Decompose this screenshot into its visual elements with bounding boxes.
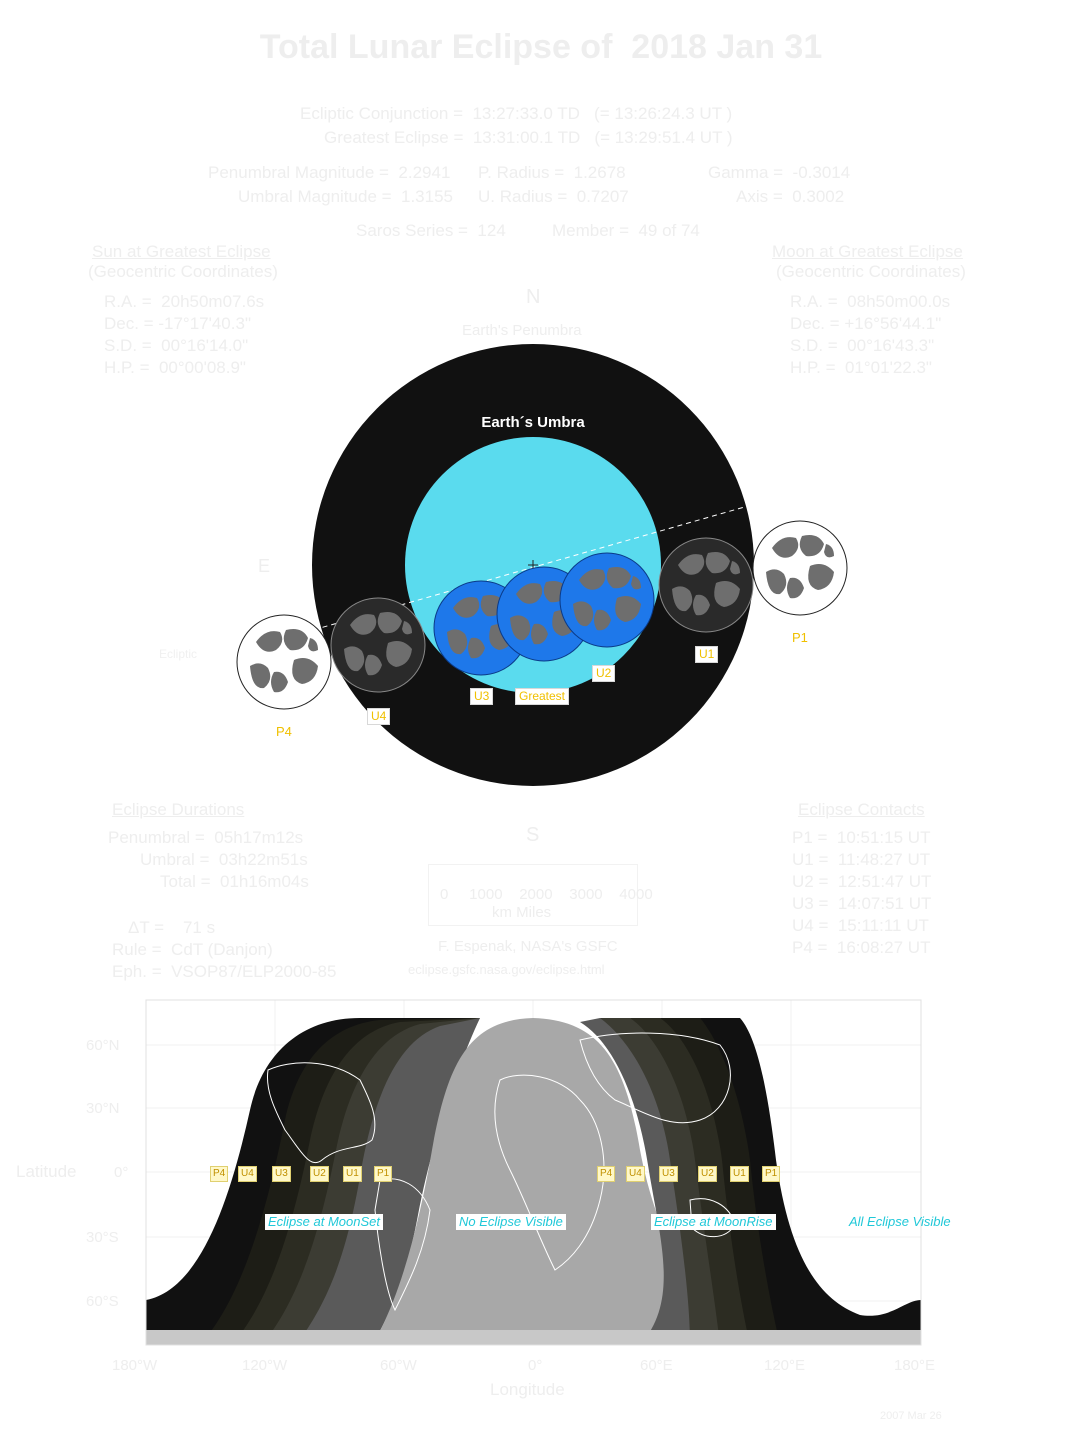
south-label: S <box>526 824 540 846</box>
saros-series: Saros Series = 124 <box>356 221 506 240</box>
footer-url: eclipse.gsfc.nasa.gov/eclipse.html <box>408 962 605 977</box>
scale-values: 0 1000 2000 3000 4000 <box>440 886 653 903</box>
map-west-p1: P1 <box>374 1166 393 1182</box>
moon-title: Moon at Greatest Eclipse <box>772 242 963 261</box>
lon-tick-60e: 60°E <box>640 1357 673 1374</box>
contact-u2: U2 = 12:51:47 UT <box>792 872 932 891</box>
moon-u1 <box>658 537 754 633</box>
duration-penumbral: Penumbral = 05h17m12s <box>108 828 304 847</box>
label-u4: U4 <box>367 708 391 725</box>
map-west-u3: U3 <box>272 1166 291 1182</box>
moon-p1 <box>752 520 848 616</box>
moon-subtitle: (Geocentric Coordinates) <box>776 262 966 281</box>
sun-title: Sun at Greatest Eclipse <box>92 242 271 261</box>
conjunction-text: Ecliptic Conjunction = 13:27:33.0 TD (= … <box>300 104 733 123</box>
lon-tick-120w: 120°W <box>242 1357 288 1374</box>
axis-value: Axis = 0.3002 <box>736 187 845 206</box>
region-no-eclipse: No Eclipse Visible <box>456 1214 566 1230</box>
penumbral-radius: P. Radius = 1.2678 <box>478 163 626 182</box>
scale-unit: km Miles <box>492 904 552 921</box>
lon-tick-0: 0° <box>528 1357 543 1374</box>
west-label: W <box>804 556 821 576</box>
saros-member: Member = 49 of 74 <box>552 221 700 240</box>
map-credit: 2007 Mar 26 <box>880 1410 942 1422</box>
lon-tick-60w: 60°W <box>380 1357 417 1374</box>
moon-hp: H.P. = 01°01'22.3" <box>790 358 932 377</box>
moon-u4 <box>330 597 426 693</box>
moon-sd: S.D. = 00°16'43.3" <box>790 336 935 355</box>
penumbra-label: Earth's Penumbra <box>462 322 582 339</box>
label-p1: P1 <box>792 630 808 645</box>
lat-tick-0: 0° <box>114 1164 129 1181</box>
durations-title: Eclipse Durations <box>112 800 245 819</box>
duration-umbral: Umbral = 03h22m51s <box>140 850 308 869</box>
world-map <box>145 999 922 1346</box>
footer-author: F. Espenak, NASA's GSFC <box>438 938 618 955</box>
ecliptic-label: Ecliptic <box>159 647 197 661</box>
contact-u4: U4 = 15:11:11 UT <box>792 916 929 935</box>
label-u1: U1 <box>695 646 719 663</box>
region-moonrise: Eclipse at MoonRise <box>651 1214 776 1230</box>
sun-ra: R.A. = 20h50m07.6s <box>104 292 265 311</box>
label-u3: U3 <box>470 688 494 705</box>
sun-hp: H.P. = 00°00'08.9" <box>104 358 246 377</box>
label-u2: U2 <box>592 665 616 682</box>
umbral-radius: U. Radius = 0.7207 <box>478 187 629 206</box>
contact-u1: U1 = 11:48:27 UT <box>792 850 931 869</box>
moon-ra: R.A. = 08h50m00.0s <box>790 292 951 311</box>
duration-total: Total = 01h16m04s <box>160 872 309 891</box>
greatest-eclipse-text: Greatest Eclipse = 13:31:00.1 TD (= 13:2… <box>324 128 733 147</box>
moon-dec: Dec. = +16°56'44.1" <box>790 314 942 333</box>
ephemeris-text: Eph. = VSOP87/ELP2000-85 <box>112 962 337 981</box>
gamma-value: Gamma = -0.3014 <box>708 163 851 182</box>
region-moonset: Eclipse at MoonSet <box>265 1214 384 1230</box>
map-west-u4: U4 <box>238 1166 257 1182</box>
lon-tick-180e: 180°E <box>894 1357 936 1374</box>
north-label: N <box>526 286 541 308</box>
map-east-u1: U1 <box>730 1166 749 1182</box>
umbra-disk <box>405 437 661 693</box>
contact-u3: U3 = 14:07:51 UT <box>792 894 932 913</box>
umbral-magnitude: Umbral Magnitude = 1.3155 <box>238 187 453 206</box>
ecliptic-line <box>235 505 749 653</box>
lat-tick-30n: 30°N <box>86 1100 120 1117</box>
label-p4: P4 <box>276 724 292 739</box>
lat-tick-60n: 60°N <box>86 1037 120 1054</box>
scale-box <box>428 864 638 926</box>
map-east-u3: U3 <box>659 1166 678 1182</box>
page-title: Total Lunar Eclipse of 2018 Jan 31 <box>259 28 823 66</box>
sun-subtitle: (Geocentric Coordinates) <box>88 262 278 281</box>
lon-tick-180w: 180°W <box>112 1357 158 1374</box>
lat-tick-30s: 30°S <box>86 1229 119 1246</box>
contact-p1: P1 = 10:51:15 UT <box>792 828 931 847</box>
map-xlabel: Longitude <box>490 1380 565 1399</box>
map-west-u1: U1 <box>343 1166 362 1182</box>
map-ylabel: Latitude <box>16 1162 77 1181</box>
map-east-u2: U2 <box>698 1166 717 1182</box>
penumbral-magnitude: Penumbral Magnitude = 2.2941 <box>208 163 451 182</box>
map-east-p4: P4 <box>597 1166 616 1182</box>
umbra-label: Earth´s Umbra <box>481 414 585 431</box>
contacts-title: Eclipse Contacts <box>798 800 925 819</box>
sun-dec: Dec. = -17°17'40.3" <box>104 314 251 333</box>
east-label: E <box>258 556 271 576</box>
contact-p4: P4 = 16:08:27 UT <box>792 938 931 957</box>
moon-p4 <box>236 614 332 710</box>
region-all-visible: All Eclipse Visible <box>849 1214 951 1229</box>
delta-t: ΔT = 71 s <box>128 918 216 937</box>
moon-greatest <box>496 566 592 662</box>
map-east-u4: U4 <box>626 1166 645 1182</box>
label-greatest: Greatest <box>515 688 570 705</box>
moon-u2 <box>559 552 655 648</box>
lon-tick-120e: 120°E <box>764 1357 806 1374</box>
map-west-p4: P4 <box>210 1166 229 1182</box>
moon-u3 <box>433 580 529 676</box>
sun-sd: S.D. = 00°16'14.0" <box>104 336 249 355</box>
map-west-u2: U2 <box>310 1166 329 1182</box>
rule-text: Rule = CdT (Danjon) <box>112 940 273 959</box>
map-east-p1: P1 <box>762 1166 781 1182</box>
lat-tick-60s: 60°S <box>86 1293 119 1310</box>
